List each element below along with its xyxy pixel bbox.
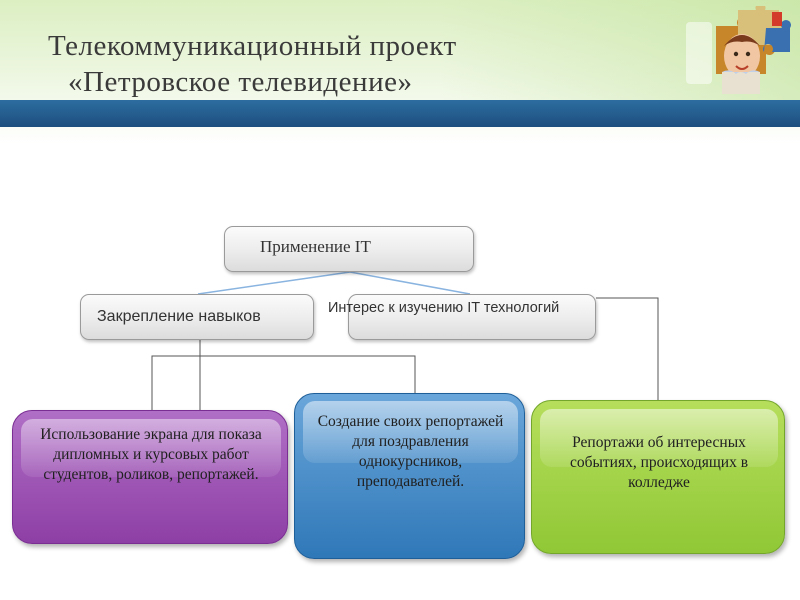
branch-node-skills: Закрепление навыков: [80, 294, 314, 340]
connector-left-to-blue: [200, 355, 416, 396]
title-line-2: «Петровское телевидение»: [68, 66, 413, 98]
card-own-reports-text: Создание своих репортажей для поздравлен…: [317, 413, 504, 490]
card-screen-usage-text: Использование экрана для показа дипломны…: [40, 426, 262, 483]
branch-node-interest: [348, 294, 596, 340]
card-college-events: Репортажи об интересных событиях, происх…: [531, 400, 785, 554]
arrow-to-left-branch: [197, 271, 351, 295]
title-line-1: Телекоммуникационный проект: [48, 30, 457, 62]
root-node: Применение IT: [224, 226, 474, 272]
connector-right-to-green: [596, 297, 659, 402]
arrow-to-right-branch: [349, 271, 471, 295]
card-screen-usage-highlight: [21, 419, 281, 477]
title-band: [0, 100, 800, 127]
branch-node-skills-label: Закрепление навыков: [97, 308, 261, 325]
connector-left-to-purple-2: [151, 355, 200, 412]
root-node-label: Применение IT: [260, 237, 371, 256]
card-college-events-text: Репортажи об интересных событиях, происх…: [569, 434, 749, 491]
card-own-reports-highlight: [303, 401, 518, 463]
page-title: Телекоммуникационный проект «Петровское …: [48, 28, 668, 100]
card-screen-usage: Использование экрана для показа дипломны…: [12, 410, 288, 544]
card-college-events-highlight: [540, 409, 778, 467]
card-own-reports: Создание своих репортажей для поздравлен…: [294, 393, 525, 559]
puzzle-image: [686, 6, 791, 94]
branch-node-interest-label: Интерес к изучению IT технологий: [328, 300, 560, 316]
